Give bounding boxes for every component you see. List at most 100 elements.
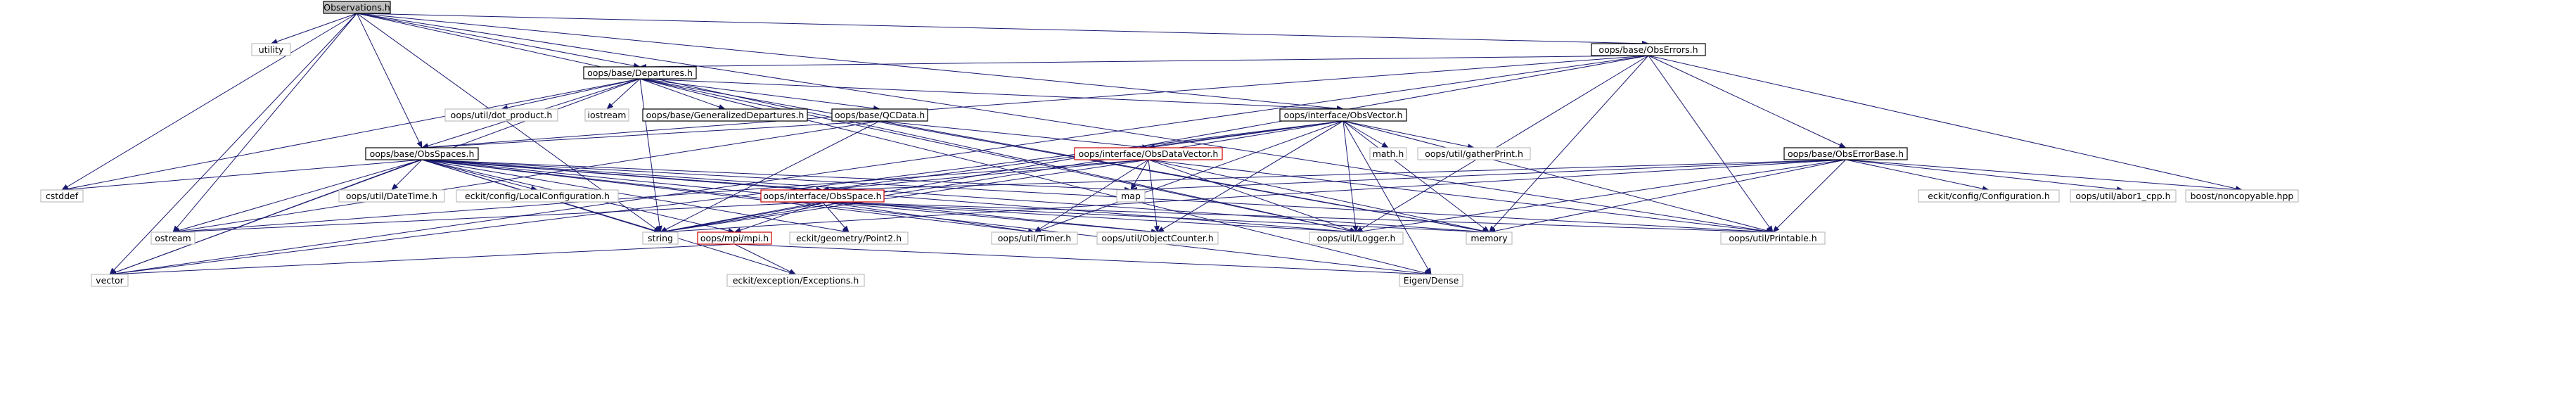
edge-departures-h-to-obsvector-h <box>639 78 1344 112</box>
edge-obsdatavector-h-to-map <box>1130 159 1149 191</box>
node-mpi-h[interactable]: oops/mpi/mpi.h <box>697 231 772 245</box>
node-dot-product-h: oops/util/dot_product.h <box>444 108 558 122</box>
edge-departures-h-to-logger-h <box>639 78 1357 234</box>
edge-qcdata-h-to-obsdatavector-h <box>879 120 1149 151</box>
edge-departures-h-to-dot-product-h <box>501 78 641 110</box>
node-point2-h: eckit/geometry/Point2.h <box>789 231 909 245</box>
node-printable-h: oops/util/Printable.h <box>1720 231 1826 245</box>
edge-obserrors-h-to-obserrorbase-h <box>1648 55 1847 148</box>
node-label: oops/interface/ObsVector.h <box>1284 110 1403 120</box>
node-departures-h[interactable]: oops/base/Departures.h <box>583 66 697 80</box>
node-label: oops/base/ObsErrorBase.h <box>1788 148 1904 159</box>
node-noncopyable-hpp: boost/noncopyable.hpp <box>2185 189 2299 203</box>
node-label: eckit/exception/Exceptions.h <box>733 275 859 286</box>
node-box <box>1591 43 1706 56</box>
edge-departures-h-to-iostream <box>606 78 641 110</box>
node-abor1-cpp-h: oops/util/abor1_cpp.h <box>2070 189 2177 203</box>
edge-obserrors-h-to-noncopyable-hpp <box>1648 55 2243 191</box>
node-label: oops/util/Logger.h <box>1317 233 1396 243</box>
edge-observations-h-to-obsvector-h <box>357 13 1344 112</box>
node-box <box>642 231 679 245</box>
edge-obserrors-h-to-memory <box>1488 55 1649 233</box>
edge-observations-h-to-logger-h <box>357 13 1357 234</box>
node-exceptions-h: eckit/exception/Exceptions.h <box>726 274 865 287</box>
edge-obsspaces-h-to-ostream <box>172 159 423 234</box>
edge-obsspaces-h-to-timer-h <box>421 159 1035 234</box>
node-box <box>1096 231 1219 245</box>
node-memory: memory <box>1466 231 1513 245</box>
node-box <box>991 231 1078 245</box>
node-label: boost/noncopyable.hpp <box>2191 191 2294 201</box>
node-label: oops/util/ObjectCounter.h <box>1101 233 1213 243</box>
node-label: memory <box>1470 233 1508 243</box>
edge-obsspaces-h-to-printable-h <box>421 159 1774 235</box>
node-box <box>1399 274 1463 287</box>
node-box <box>584 108 629 122</box>
node-cstddef: cstddef <box>40 189 84 203</box>
node-obsvector-h[interactable]: oops/interface/ObsVector.h <box>1279 108 1407 122</box>
node-label: oops/base/Departures.h <box>587 68 693 78</box>
edge-obsspaces-h-to-memory <box>421 159 1490 235</box>
node-label: oops/util/Printable.h <box>1729 233 1816 243</box>
node-label: Eigen/Dense <box>1404 275 1459 286</box>
node-obsdatavector-h[interactable]: oops/interface/ObsDataVector.h <box>1074 147 1223 160</box>
edge-obserrors-h-to-logger-h <box>1355 55 1649 233</box>
node-label: oops/base/ObsErrors.h <box>1598 44 1698 55</box>
node-obserrors-h[interactable]: oops/base/ObsErrors.h <box>1591 43 1706 56</box>
node-label: oops/util/dot_product.h <box>451 110 553 120</box>
edge-obsvector-h-to-printable-h <box>1343 120 1774 234</box>
node-label: map <box>1121 191 1141 201</box>
node-generalized-departures-h[interactable]: oops/base/GeneralizedDepartures.h <box>642 108 808 122</box>
node-label: eckit/config/Configuration.h <box>1928 191 2050 201</box>
node-label: oops/interface/ObsDataVector.h <box>1079 148 1219 159</box>
node-box <box>444 108 558 122</box>
node-string: string <box>642 231 679 245</box>
edge-obsspace-h-to-point2-h <box>822 201 850 233</box>
node-utility: utility <box>251 43 291 56</box>
edge-obsspaces-h-to-point2-h <box>421 159 850 234</box>
node-obsspaces-h[interactable]: oops/base/ObsSpaces.h <box>365 147 479 160</box>
node-label: oops/base/QCData.h <box>835 110 925 120</box>
node-qcdata-h[interactable]: oops/base/QCData.h <box>831 108 928 122</box>
edge-obsvector-h-to-memory <box>1343 120 1490 233</box>
edge-obsspaces-h-to-map <box>421 159 1132 193</box>
node-configuration-h: eckit/config/Configuration.h <box>1918 189 2060 203</box>
node-gatherprint-h: oops/util/gatherPrint.h <box>1417 147 1531 160</box>
node-label: eckit/config/LocalConfiguration.h <box>465 191 610 201</box>
edge-departures-h-to-string <box>639 78 662 233</box>
node-obserrorbase-h[interactable]: oops/base/ObsErrorBase.h <box>1783 147 1908 160</box>
node-vector: vector <box>91 274 129 287</box>
node-label: eckit/geometry/Point2.h <box>796 233 902 243</box>
node-label: ostream <box>155 233 191 243</box>
edge-obsspace-h-to-memory <box>822 201 1490 235</box>
node-box <box>1417 147 1531 160</box>
edge-obsspaces-h-to-vector <box>109 159 423 275</box>
node-label: oops/util/gatherPrint.h <box>1425 148 1523 159</box>
edge-obserrors-h-to-vector <box>109 55 1649 277</box>
edge-obsvector-h-to-string <box>660 120 1344 234</box>
edge-observations-h-to-vector <box>109 13 357 275</box>
node-timer-h: oops/util/Timer.h <box>991 231 1078 245</box>
edge-obsspace-h-to-objectcounter-h <box>822 201 1158 235</box>
edge-obsdatavector-h-to-objectcounter-h <box>1148 159 1160 233</box>
node-obsspace-h[interactable]: oops/interface/ObsSpace.h <box>760 189 885 203</box>
edge-mpi-h-to-eigen-dense <box>734 243 1432 277</box>
node-box <box>2185 189 2299 203</box>
node-box <box>251 43 291 56</box>
node-box <box>1783 147 1908 160</box>
node-label: iostream <box>588 110 627 120</box>
node-box <box>1369 147 1407 160</box>
node-box <box>1074 147 1223 160</box>
edge-obserrorbase-h-to-printable-h <box>1772 159 1846 233</box>
node-box <box>456 189 619 203</box>
node-eigen-dense: Eigen/Dense <box>1399 274 1463 287</box>
node-label: oops/util/DateTime.h <box>346 191 437 201</box>
edge-obsvector-h-to-vector <box>109 120 1344 277</box>
edge-mpi-h-to-vector <box>109 243 735 277</box>
node-box <box>789 231 909 245</box>
edge-obsspace-h-to-logger-h <box>822 201 1357 235</box>
edge-obsvector-h-to-eigen-dense <box>1343 120 1432 275</box>
edge-obsspaces-h-to-localconfiguration-h <box>421 159 538 191</box>
